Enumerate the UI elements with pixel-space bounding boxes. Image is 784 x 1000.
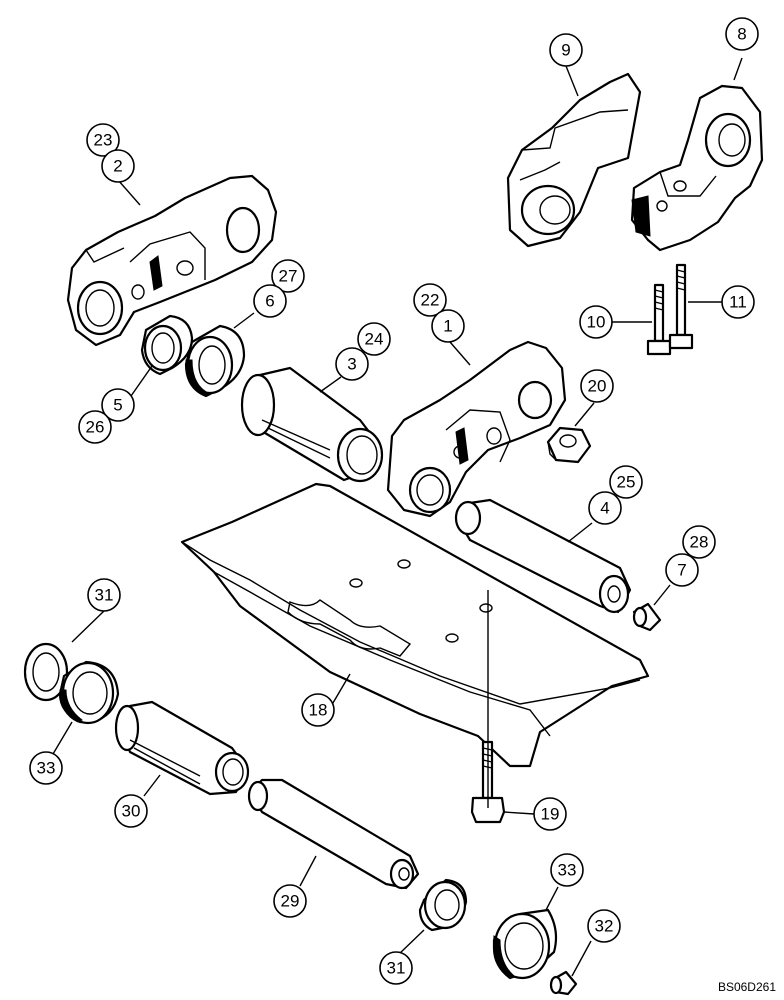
track-link-center [386, 340, 567, 518]
seal-ring-31-upper [23, 642, 69, 702]
pin-29 [247, 778, 420, 890]
svg-text:9: 9 [561, 41, 570, 60]
seal-33-lower [492, 908, 558, 980]
svg-text:23: 23 [94, 131, 113, 150]
pin-4 [454, 498, 632, 614]
svg-text:27: 27 [279, 267, 298, 286]
track-shoe-18 [180, 482, 650, 768]
svg-text:10: 10 [587, 313, 606, 332]
callout-30: 30 [114, 794, 148, 828]
bushing-30 [114, 700, 250, 796]
callout-20: 20 [580, 369, 614, 403]
svg-text:5: 5 [113, 396, 122, 415]
svg-text:6: 6 [265, 292, 274, 311]
seal-ring-31-lower [418, 878, 468, 932]
svg-text:2: 2 [113, 157, 122, 176]
callout-22: 22 [413, 283, 447, 317]
master-link-half-8 [630, 84, 764, 252]
track-link-left [66, 174, 278, 347]
callout-11: 11 [721, 285, 755, 319]
callout-29: 29 [273, 884, 307, 918]
callout-31-lower: 31 [379, 951, 413, 985]
plug-32 [549, 970, 578, 996]
svg-text:20: 20 [588, 377, 607, 396]
callout-27: 27 [271, 259, 305, 293]
svg-text:29: 29 [281, 892, 300, 911]
svg-text:25: 25 [617, 473, 636, 492]
svg-text:31: 31 [95, 586, 114, 605]
master-link-half-9 [506, 72, 642, 248]
callout-33-lower: 33 [550, 853, 584, 887]
callout-18: 18 [301, 693, 335, 727]
callout-19: 19 [533, 797, 567, 831]
svg-text:8: 8 [737, 25, 746, 44]
bolt-11 [668, 263, 694, 350]
callout-8: 8 [725, 17, 759, 51]
svg-text:3: 3 [347, 355, 356, 374]
figure-reference-code: BS06D261 [717, 980, 776, 994]
svg-text:28: 28 [690, 533, 709, 552]
callout-32: 32 [587, 909, 621, 943]
callout-4: 4 [588, 491, 622, 525]
svg-text:4: 4 [600, 499, 609, 518]
svg-text:22: 22 [421, 291, 440, 310]
callout-5: 5 [101, 388, 135, 422]
bushing-3 [240, 366, 384, 483]
callout-26: 26 [78, 410, 112, 444]
svg-text:33: 33 [558, 861, 577, 880]
callout-10: 10 [579, 305, 613, 339]
svg-text:18: 18 [309, 701, 328, 720]
svg-text:7: 7 [677, 561, 686, 580]
callout-28: 28 [682, 525, 716, 559]
callout-1: 1 [431, 309, 465, 343]
nut-20 [546, 426, 592, 464]
bolt-10 [646, 283, 672, 356]
svg-text:32: 32 [595, 917, 614, 936]
plug-7 [632, 602, 662, 632]
svg-text:26: 26 [86, 418, 105, 437]
callout-31-upper: 31 [87, 578, 121, 612]
callout-23: 23 [86, 123, 120, 157]
svg-text:19: 19 [541, 805, 560, 824]
callout-6: 6 [253, 284, 287, 318]
svg-text:1: 1 [443, 317, 452, 336]
callout-3: 3 [335, 347, 369, 381]
callout-7: 7 [665, 553, 699, 587]
svg-text:11: 11 [729, 293, 747, 312]
callout-2: 2 [101, 149, 135, 183]
seal-ring-6 [184, 324, 246, 398]
seal-33-upper [58, 660, 120, 725]
svg-text:30: 30 [122, 802, 141, 821]
seal-ring-5 [140, 314, 194, 376]
svg-text:33: 33 [37, 759, 56, 778]
callout-24: 24 [357, 322, 391, 356]
callout-25: 25 [609, 465, 643, 499]
callout-9: 9 [549, 33, 583, 67]
svg-text:24: 24 [365, 330, 384, 349]
svg-text:31: 31 [387, 959, 406, 978]
leader-lines [52, 57, 743, 977]
callout-33-upper: 33 [29, 751, 63, 785]
